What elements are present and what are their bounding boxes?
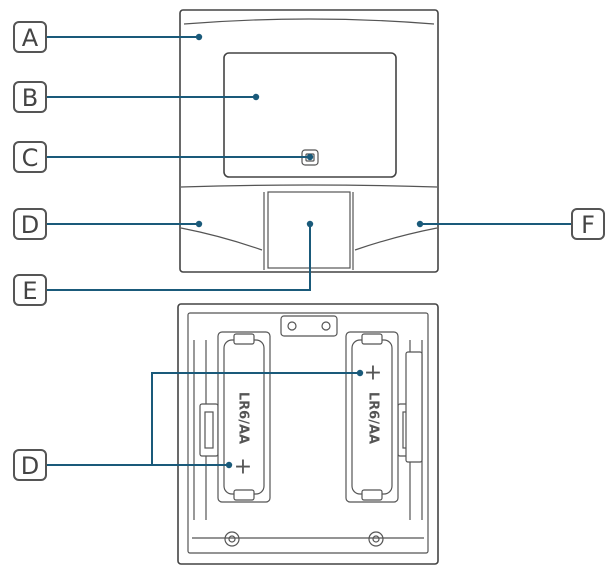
right-battery-plus: + [364,361,382,386]
leader-c-dot [306,153,314,161]
callout-f-text: F [581,211,595,239]
callout-d-back-text: D [21,452,39,480]
screw-hole-left [224,531,240,547]
callout-d-front-text: D [21,211,39,239]
callout-c-text: C [22,144,39,172]
leader-d-front-dot [195,220,203,228]
display-window [223,52,397,178]
button-d-bevel [180,227,263,251]
top-clip-hole-right [321,321,331,331]
callout-c: C [13,141,47,173]
screw-hole-right [368,531,384,547]
leader-e [46,226,311,291]
leader-d-back-dot-left [225,461,233,469]
button-area-top-line [180,184,438,188]
leader-b-dot [252,93,260,101]
top-clip [280,315,338,337]
left-battery-plus: + [234,455,252,480]
left-battery-compartment [217,331,271,503]
right-battery-top-contact [361,333,383,345]
right-battery-bottom-contact [361,489,383,501]
callout-d-back: D [13,449,47,481]
leader-a-dot [195,33,203,41]
back-inner-frame [187,312,429,554]
leader-f-dot [416,220,424,228]
left-battery-label: LR6/AA [236,392,251,444]
front-top-bevel [183,18,435,25]
left-battery-top-contact [233,333,255,345]
callout-d-front: D [13,208,47,240]
callout-f: F [571,208,605,240]
leader-lines [46,33,572,469]
button-f-bevel [354,227,438,251]
front-view [179,9,439,273]
callout-a: A [13,21,47,53]
screw-hole-left-inner [228,535,236,543]
top-clip-hole-left [287,321,297,331]
right-tab [405,351,423,463]
leader-e-dot [306,220,314,228]
leader-d-back-branch [151,372,358,465]
leader-d-back-dot-right [356,369,364,377]
screw-hole-right-inner [372,535,380,543]
right-battery-label: LR6/AA [366,392,381,444]
left-latch-slot [204,411,214,449]
callout-e-text: E [22,277,37,305]
callout-e: E [13,274,47,306]
callout-b-text: B [22,84,38,112]
back-view: LR6/AA + LR6/AA + [177,303,439,565]
callout-b: B [13,81,47,113]
left-battery-bottom-contact [233,489,255,501]
callout-a-text: A [22,24,39,52]
